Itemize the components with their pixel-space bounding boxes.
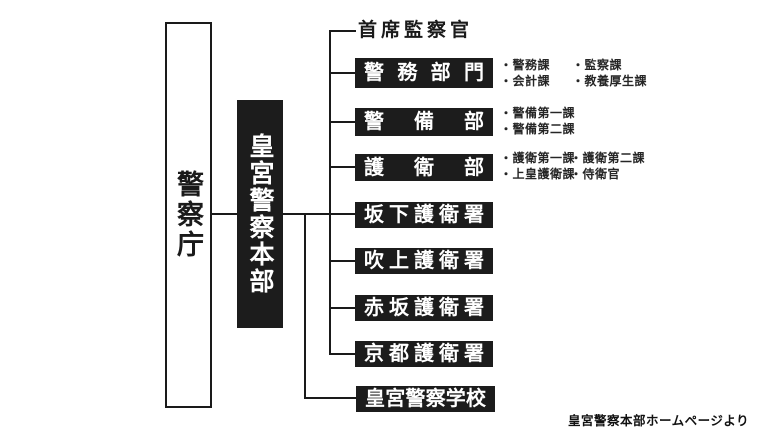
source-caption: 皇宮警察本部ホームページより xyxy=(568,414,750,428)
division-item: ・上皇護衛課 xyxy=(500,167,576,181)
security-dept-box: 警備部 xyxy=(355,108,493,136)
chief-inspector-label: 首席監察官 xyxy=(358,20,474,41)
police-school-label: 皇宮警察学校 xyxy=(365,388,486,410)
kyoto-station-label: 京都護衛署 xyxy=(364,343,484,365)
security-dept-label: 警備部 xyxy=(364,111,484,133)
division-column: ・護衛第二課 ・侍衛官 xyxy=(570,150,645,182)
division-item: ・護衛第一課 xyxy=(500,151,576,165)
division-item: ・監察課 xyxy=(572,58,623,72)
division-column: ・警備第一課 ・警備第二課 xyxy=(500,105,575,137)
division-item: ・護衛第二課 xyxy=(570,151,646,165)
connector-branch-school xyxy=(304,397,356,399)
sakashita-station-label: 坂下護衛署 xyxy=(364,204,484,226)
fukiage-station-label: 吹上護衛署 xyxy=(364,250,484,272)
police-affairs-dept-label: 警務部門 xyxy=(364,62,484,84)
escort-dept-box: 護衛部 xyxy=(355,154,493,181)
division-column: ・監察課 ・教養厚生課 xyxy=(572,57,647,89)
akasaka-station-box: 赤坂護衛署 xyxy=(355,295,493,321)
imperial-guard-hq-label: 皇宮警察本部 xyxy=(246,133,274,295)
division-item: ・警務課 xyxy=(500,58,551,72)
connector-branch-police-affairs xyxy=(329,72,355,74)
security-divisions: ・警備第一課 ・警備第二課 xyxy=(500,105,575,137)
npa-label: 警察庁 xyxy=(173,170,203,260)
connector-branch-akasaka xyxy=(329,307,355,309)
escort-dept-label: 護衛部 xyxy=(364,156,484,179)
sakashita-station-box: 坂下護衛署 xyxy=(355,202,493,228)
connector-branch-security xyxy=(329,121,355,123)
connector-branch-kyoto xyxy=(329,353,355,355)
police-affairs-dept-box: 警務部門 xyxy=(355,58,493,88)
kyoto-station-box: 京都護衛署 xyxy=(355,341,493,367)
division-item: ・警備第一課 xyxy=(500,106,576,120)
division-item: ・教養厚生課 xyxy=(572,74,648,88)
connector-vertical-school xyxy=(304,213,306,399)
connector-hq-to-sakashita xyxy=(283,213,356,215)
division-item: ・警備第二課 xyxy=(500,122,576,136)
connector-vertical-main xyxy=(329,30,331,355)
connector-branch-escort xyxy=(329,166,355,168)
connector-branch-inspector xyxy=(329,30,356,32)
connector-npa-to-hq xyxy=(212,213,237,215)
division-column: ・護衛第一課 ・上皇護衛課 xyxy=(500,150,576,182)
npa-box: 警察庁 xyxy=(165,22,212,408)
akasaka-station-label: 赤坂護衛署 xyxy=(364,297,484,319)
imperial-guard-hq-box: 皇宮警察本部 xyxy=(237,100,283,328)
police-school-box: 皇宮警察学校 xyxy=(356,386,495,412)
escort-divisions: ・護衛第一課 ・上皇護衛課 ・護衛第二課 ・侍衛官 xyxy=(500,150,645,182)
police-affairs-divisions: ・警務課 ・会計課 ・監察課 ・教養厚生課 xyxy=(500,57,671,89)
division-column: ・警務課 ・会計課 xyxy=(500,57,572,89)
connector-branch-fukiage xyxy=(329,260,355,262)
division-item: ・会計課 xyxy=(500,74,551,88)
division-item: ・侍衛官 xyxy=(570,167,621,181)
fukiage-station-box: 吹上護衛署 xyxy=(355,248,493,274)
